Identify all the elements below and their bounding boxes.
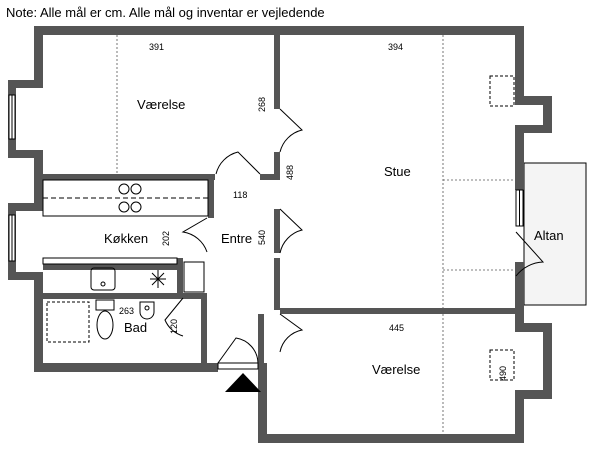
hob-ring — [118, 201, 130, 213]
dim-entre-length: 540 — [257, 230, 267, 245]
left-windows — [8, 94, 16, 262]
room-label-entre: Entre — [221, 231, 252, 246]
room-label-stue: Stue — [384, 164, 411, 179]
fridge-icon — [183, 261, 205, 293]
toilet-icon — [95, 299, 115, 311]
plan-note: Note: Alle mål er cm. Alle mål og invent… — [6, 5, 325, 20]
dim-stove-width: 118 — [233, 190, 247, 200]
dim-bad-depth: 120 — [169, 319, 179, 334]
dim-vaerelse-bottom-width: 445 — [389, 323, 404, 333]
room-markers — [489, 75, 515, 381]
dotted-lines — [116, 35, 515, 434]
dim-stue-width: 394 — [388, 42, 403, 52]
hob-ring — [130, 183, 142, 195]
altan-area — [523, 162, 587, 306]
dim-vaerelse-top-height: 268 — [257, 97, 267, 112]
dim-bad-width: 263 — [119, 306, 134, 316]
dim-vaerelse-top-width: 391 — [149, 42, 164, 52]
room-label-altan: Altan — [534, 228, 564, 243]
interior-walls — [43, 35, 515, 364]
dim-kokken-depth: 202 — [161, 231, 171, 246]
bathroom-fixtures — [46, 299, 155, 343]
altan-window — [515, 189, 524, 227]
room-label-vaerelse-top: Værelse — [137, 97, 185, 112]
entrance-door — [217, 337, 259, 370]
kitchen-counter — [42, 179, 209, 293]
shower-tray — [46, 301, 90, 343]
doors — [164, 108, 545, 353]
dim-vaerelse-bottom-height: 490 — [498, 366, 508, 381]
entrance-arrow-icon — [225, 373, 261, 392]
room-label-vaerelse-bottom: Værelse — [372, 362, 420, 377]
room-label-kokken: Køkken — [104, 231, 148, 246]
dim-stue-height: 488 — [285, 165, 295, 180]
sink-icon — [90, 267, 116, 291]
room-label-bad: Bad — [124, 320, 147, 335]
hob-ring — [118, 183, 130, 195]
hob-ring — [130, 201, 142, 213]
